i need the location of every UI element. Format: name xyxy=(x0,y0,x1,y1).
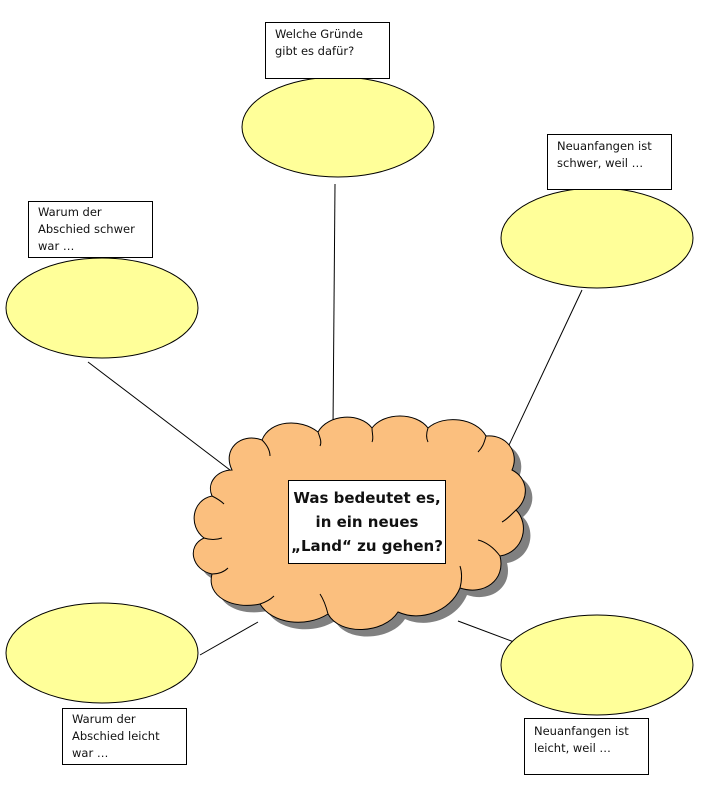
label-lower-left: Warum der Abschied leicht war … xyxy=(62,708,187,765)
ellipse-lower-right xyxy=(500,614,694,716)
central-question: Was bedeutet es, in ein neues „Land“ zu … xyxy=(288,480,446,564)
label-upper-right: Neuanfangen ist schwer, weil … xyxy=(547,134,672,190)
connector-lower-left xyxy=(199,621,259,656)
cloud-inner-arcs xyxy=(203,427,517,615)
connector-upper-left xyxy=(87,361,231,471)
branch-ellipses xyxy=(5,76,694,716)
label-top: Welche Gründe gibt es dafür? xyxy=(265,22,390,79)
connector-top xyxy=(332,183,336,429)
ellipse-lower-left xyxy=(5,602,199,704)
connector-upper-right xyxy=(501,289,583,461)
label-upper-left: Warum der Abschied schwer war … xyxy=(28,201,153,258)
ellipse-upper-right xyxy=(500,187,694,289)
ellipse-top xyxy=(241,76,435,178)
label-lower-right: Neuanfangen ist leicht, weil … xyxy=(524,718,649,775)
ellipse-upper-left xyxy=(5,257,199,359)
connector-lower-right xyxy=(457,620,515,643)
